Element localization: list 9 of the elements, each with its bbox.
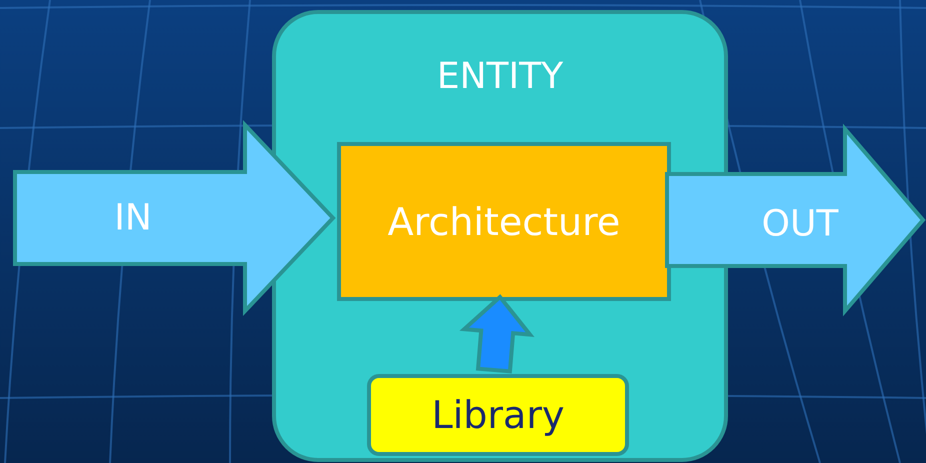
library-box: Library [367,374,629,456]
edge-label: OUT [762,204,838,244]
edge-label: IN [114,198,152,238]
block-arrow [459,294,534,374]
entity-box [272,10,728,462]
block-arrow [13,120,336,316]
architecture-box: Architecture [337,142,671,301]
block-arrow [665,124,926,316]
node-title: ENTITY [436,56,564,97]
